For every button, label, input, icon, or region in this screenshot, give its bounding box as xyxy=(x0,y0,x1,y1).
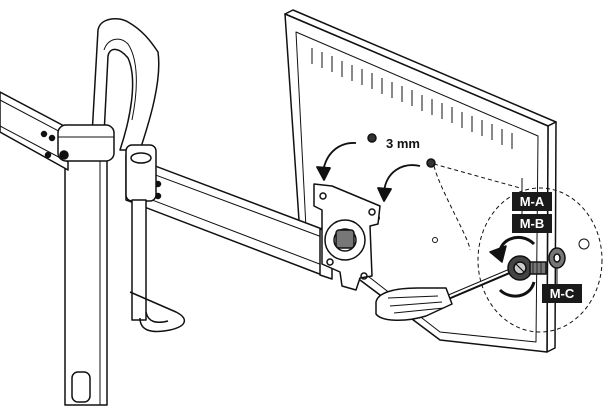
part-label-m-c: M-C xyxy=(542,284,582,303)
vesa-hole-bottom-right xyxy=(432,237,438,243)
desk-pole xyxy=(64,139,108,406)
pole-clamp xyxy=(57,124,115,162)
monitor-vents xyxy=(311,48,513,149)
part-label-m-c-text: M-C xyxy=(550,286,575,301)
vesa-hole-top-right xyxy=(426,158,436,168)
base-loop xyxy=(129,291,185,333)
rotation-arrow-upper xyxy=(316,142,357,181)
detail-callout xyxy=(433,163,603,333)
screwdriver xyxy=(375,267,513,321)
part-label-m-a: M-A xyxy=(512,192,552,211)
handle-clip xyxy=(91,17,160,151)
left-arm xyxy=(0,91,69,171)
part-label-m-b-text: M-B xyxy=(520,216,545,231)
part-label-m-b: M-B xyxy=(512,214,552,233)
screw-rotation-arrow xyxy=(489,235,536,298)
spacing-label: 3 mm xyxy=(386,136,420,151)
washer-m-c xyxy=(548,247,566,269)
vesa-hole-top-left xyxy=(367,133,377,143)
part-label-m-a-text: M-A xyxy=(520,194,545,209)
monitor-screw-hole-detail xyxy=(578,238,590,250)
screw-m-a xyxy=(507,255,547,281)
vesa-plate xyxy=(313,183,381,291)
joint-post xyxy=(125,144,157,321)
rotation-arrow-lower xyxy=(377,164,421,202)
